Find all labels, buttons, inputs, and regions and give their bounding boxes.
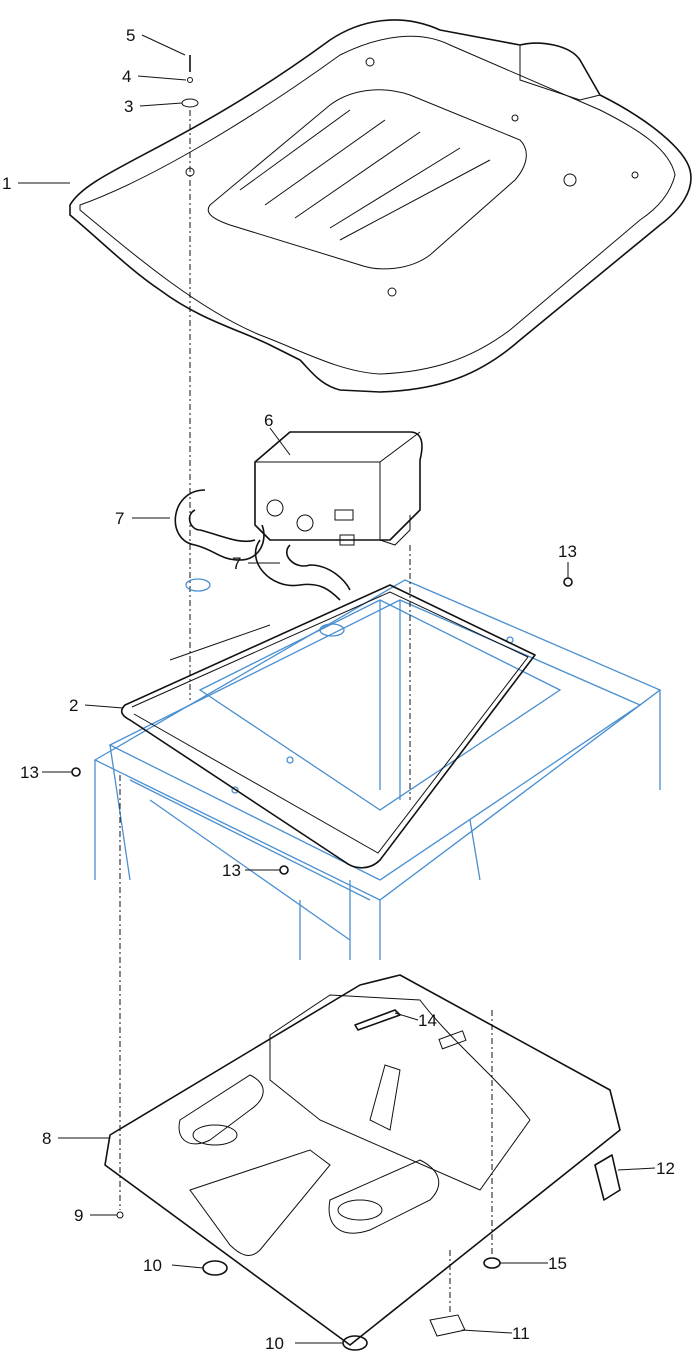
callout-4: 4 bbox=[122, 67, 131, 86]
grommet-13-c bbox=[279, 865, 289, 875]
heater-unit-part bbox=[254, 431, 423, 546]
callout-2: 2 bbox=[69, 696, 78, 715]
callout-13-a: 13 bbox=[558, 542, 577, 561]
callout-10-a: 10 bbox=[143, 1256, 162, 1275]
headliner-panel-part bbox=[104, 545, 621, 1351]
callout-9: 9 bbox=[74, 1206, 83, 1225]
grommet-13-b bbox=[71, 767, 81, 777]
callout-6: 6 bbox=[264, 411, 273, 430]
grommet-13-a bbox=[563, 577, 573, 587]
callout-8: 8 bbox=[42, 1129, 51, 1148]
callout-13-b: 13 bbox=[20, 763, 39, 782]
callout-13-c: 13 bbox=[222, 861, 241, 880]
callout-5: 5 bbox=[126, 26, 135, 45]
seal-gasket-part bbox=[120, 584, 536, 869]
callout-15: 15 bbox=[548, 1254, 567, 1273]
callout-14: 14 bbox=[418, 1011, 437, 1030]
callout-7-a: 7 bbox=[115, 509, 124, 528]
leader-lines bbox=[18, 34, 656, 1344]
callout-10-b: 10 bbox=[265, 1334, 284, 1353]
callout-1: 1 bbox=[2, 174, 11, 193]
callout-3: 3 bbox=[124, 97, 133, 116]
cab-frame-part bbox=[93, 579, 662, 960]
callout-11: 11 bbox=[512, 1324, 530, 1343]
roof-cover-part bbox=[69, 19, 692, 393]
callout-12: 12 bbox=[656, 1159, 675, 1178]
callout-7-b: 7 bbox=[232, 554, 241, 573]
